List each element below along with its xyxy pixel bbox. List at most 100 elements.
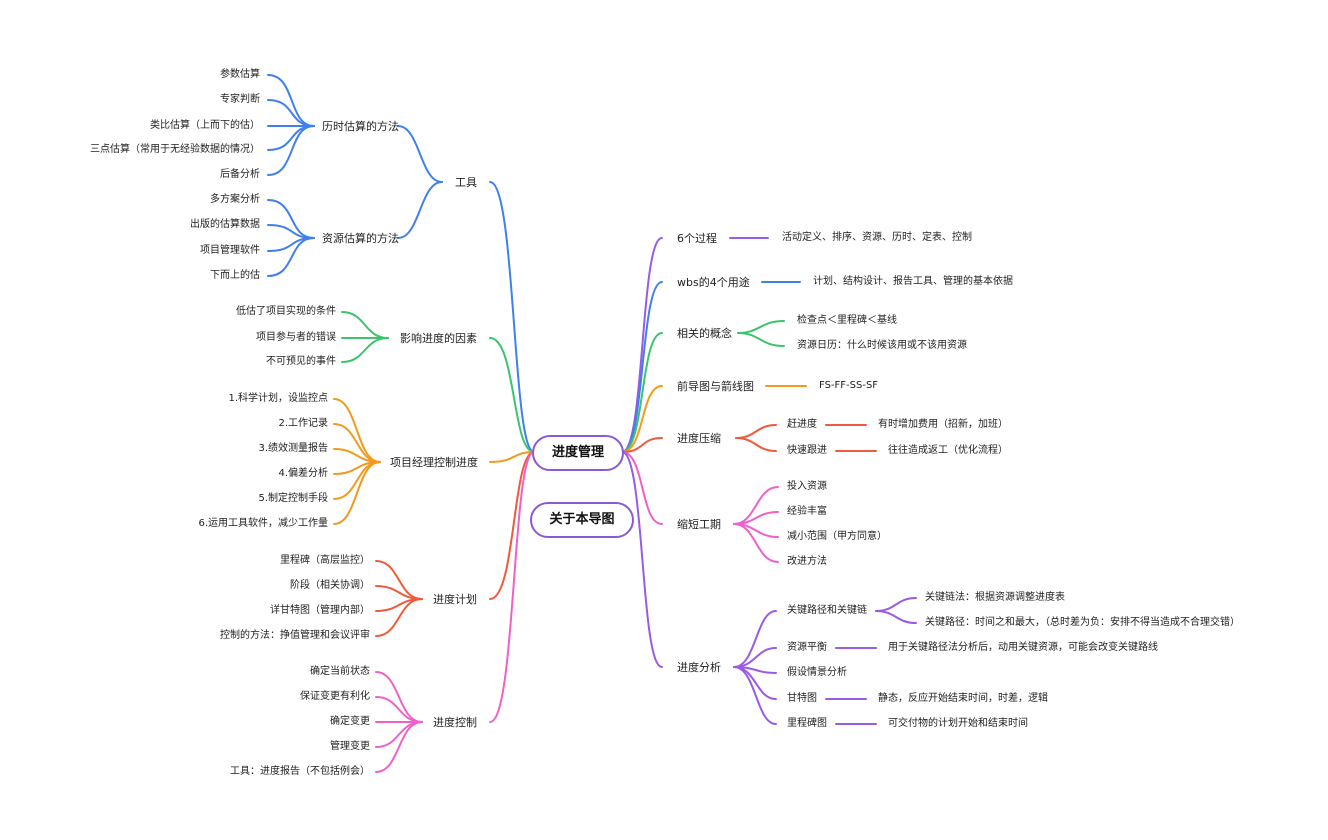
leaf-control-4[interactable]: 管理变更 <box>330 741 370 752</box>
connector-compress-1 <box>735 424 777 439</box>
leaf-duration-3[interactable]: 类比估算（上而下的估） <box>150 120 260 131</box>
leaf-control-1[interactable]: 确定当前状态 <box>310 666 370 677</box>
leaf-pm-4[interactable]: 4.偏差分析 <box>278 468 328 479</box>
leaf-control-5[interactable]: 工具：进度报告（不包括例会） <box>230 766 370 777</box>
leaf-resource-2[interactable]: 出版的估算数据 <box>190 219 260 230</box>
leaf-concepts-2[interactable]: 资源日历：什么时候该用或不该用资源 <box>797 340 967 351</box>
connector-root-shorten <box>621 451 663 525</box>
note-analysis-1[interactable]: 用于关键路径法分析后，动用关键资源，可能会改变关键路线 <box>888 642 1158 653</box>
note-analysis-3[interactable]: 静态，反应开始结束时间，时差，逻辑 <box>878 693 1048 704</box>
leaf-control-2[interactable]: 保证变更有利化 <box>300 691 370 702</box>
leaf-pm-3[interactable]: 3.绩效测量报告 <box>258 443 328 454</box>
node-resource-methods[interactable]: 资源估算的方法 <box>322 232 399 245</box>
connector-resource-1 <box>267 199 315 239</box>
node-factors[interactable]: 影响进度的因素 <box>400 332 477 345</box>
leaf-resource-4[interactable]: 下而上的估 <box>210 270 260 281</box>
leaf-shorten-4[interactable]: 改进方法 <box>787 556 827 567</box>
node-control[interactable]: 进度控制 <box>433 716 477 729</box>
leaf-control-3[interactable]: 确定变更 <box>330 716 370 727</box>
leaf-concepts-1[interactable]: 检查点＜里程碑＜基线 <box>797 315 897 326</box>
connector-analysis-4 <box>733 666 777 725</box>
leaf-duration-2[interactable]: 专家判断 <box>220 94 260 105</box>
connector-pm-6 <box>333 461 381 525</box>
leaf-resource-1[interactable]: 多方案分析 <box>210 194 260 205</box>
connector-critical-1 <box>875 597 917 612</box>
note-diagram[interactable]: FS-FF-SS-SF <box>819 380 879 391</box>
connector-root-tools <box>489 181 535 453</box>
connector-tools-duration <box>397 125 443 183</box>
leaf-pm-2[interactable]: 2.工作记录 <box>278 418 328 429</box>
leaf-factors-1[interactable]: 低估了项目实现的条件 <box>236 306 336 317</box>
connector-root-pmcontrol <box>489 451 535 463</box>
note-wbs[interactable]: 计划、结构设计、报告工具、管理的基本依据 <box>813 276 1013 287</box>
connector-root-diagram <box>621 385 663 453</box>
connector-factors-3 <box>341 337 389 363</box>
connector-root-control <box>489 451 535 723</box>
connector-tools-resource <box>397 181 443 239</box>
node-duration-methods[interactable]: 历时估算的方法 <box>322 120 399 133</box>
leaf-pm-6[interactable]: 6.运用工具软件，减少工作量 <box>198 518 328 529</box>
node-concepts[interactable]: 相关的概念 <box>677 327 732 340</box>
node-shorten[interactable]: 缩短工期 <box>677 518 721 531</box>
leaf-compress-1[interactable]: 赶进度 <box>787 419 817 430</box>
connector-compress-2 <box>735 437 777 452</box>
node-analysis[interactable]: 进度分析 <box>677 661 721 674</box>
connector-root-wbs <box>621 281 663 453</box>
connector-factors-1 <box>341 311 389 339</box>
leaf-critical-1[interactable]: 关键链法：根据资源调整进度表 <box>925 592 1065 603</box>
leaf-duration-1[interactable]: 参数估算 <box>220 69 260 80</box>
node-wbs[interactable]: wbs的4个用途 <box>677 276 750 289</box>
leaf-factors-2[interactable]: 项目参与者的错误 <box>256 332 336 343</box>
connector-plan-4 <box>375 598 423 637</box>
connector-root-concepts <box>621 332 663 453</box>
connector-duration-5 <box>267 125 315 176</box>
node-compress[interactable]: 进度压缩 <box>677 432 721 445</box>
note-compress-1[interactable]: 有时增加费用（招新，加班） <box>878 419 1008 430</box>
connector-control-5 <box>375 721 423 773</box>
connector-root-factors <box>489 337 535 453</box>
connector-control-2 <box>375 696 423 723</box>
leaf-shorten-2[interactable]: 经验丰富 <box>787 506 827 517</box>
connector-duration-2 <box>267 99 315 127</box>
connector-concepts-1 <box>737 320 785 334</box>
leaf-plan-4[interactable]: 控制的方法：挣值管理和会议评审 <box>220 630 370 641</box>
connector-shorten-4 <box>733 523 779 563</box>
leaf-plan-1[interactable]: 里程碑（高层监控） <box>280 555 370 566</box>
leaf-analysis-1[interactable]: 资源平衡 <box>787 642 827 653</box>
connector-critical-2 <box>875 610 917 624</box>
node-tools[interactable]: 工具 <box>455 176 477 189</box>
leaf-compress-2[interactable]: 快速跟进 <box>787 445 827 456</box>
note-compress-2[interactable]: 往往造成返工（优化流程） <box>888 445 1008 456</box>
leaf-plan-2[interactable]: 阶段（相关协调） <box>290 580 370 591</box>
note-six-processes[interactable]: 活动定义、排序、资源、历时、定表、控制 <box>782 232 972 243</box>
connector-root-compress <box>621 437 663 453</box>
connector-concepts-2 <box>737 332 785 347</box>
connector-root-analysis <box>621 451 663 668</box>
leaf-shorten-3[interactable]: 减小范围（甲方同意） <box>787 531 887 542</box>
leaf-shorten-1[interactable]: 投入资源 <box>787 481 827 492</box>
connector-root-plan <box>489 451 535 600</box>
leaf-analysis-4[interactable]: 里程碑图 <box>787 718 827 729</box>
leaf-analysis-2[interactable]: 假设情景分析 <box>787 667 847 678</box>
leaf-critical-2[interactable]: 关键路径：时间之和最大，（总时差为负：安排不得当造成不合理交错） <box>925 617 1240 628</box>
note-analysis-4[interactable]: 可交付物的计划开始和结束时间 <box>888 718 1028 729</box>
connector-resource-4 <box>267 237 315 277</box>
leaf-plan-3[interactable]: 详甘特图（管理内部） <box>270 605 370 616</box>
leaf-duration-4[interactable]: 三点估算（常用于无经验数据的情况） <box>90 144 260 155</box>
connector-control-4 <box>375 721 423 748</box>
about-node[interactable]: 关于本导图 <box>530 502 634 538</box>
leaf-pm-5[interactable]: 5.制定控制手段 <box>258 493 328 504</box>
connector-analysis-critical <box>733 610 777 668</box>
leaf-critical[interactable]: 关键路径和关键链 <box>787 605 867 616</box>
node-plan[interactable]: 进度计划 <box>433 593 477 606</box>
leaf-resource-3[interactable]: 项目管理软件 <box>200 245 260 256</box>
leaf-duration-5[interactable]: 后备分析 <box>220 169 260 180</box>
leaf-factors-3[interactable]: 不可预见的事件 <box>266 356 336 367</box>
leaf-pm-1[interactable]: 1.科学计划，设监控点 <box>228 393 328 404</box>
node-pm-control[interactable]: 项目经理控制进度 <box>390 456 478 469</box>
node-six-processes[interactable]: 6个过程 <box>677 232 717 245</box>
root-node[interactable]: 进度管理 <box>532 435 624 471</box>
node-diagram[interactable]: 前导图与箭线图 <box>677 380 754 393</box>
leaf-analysis-3[interactable]: 甘特图 <box>787 693 817 704</box>
